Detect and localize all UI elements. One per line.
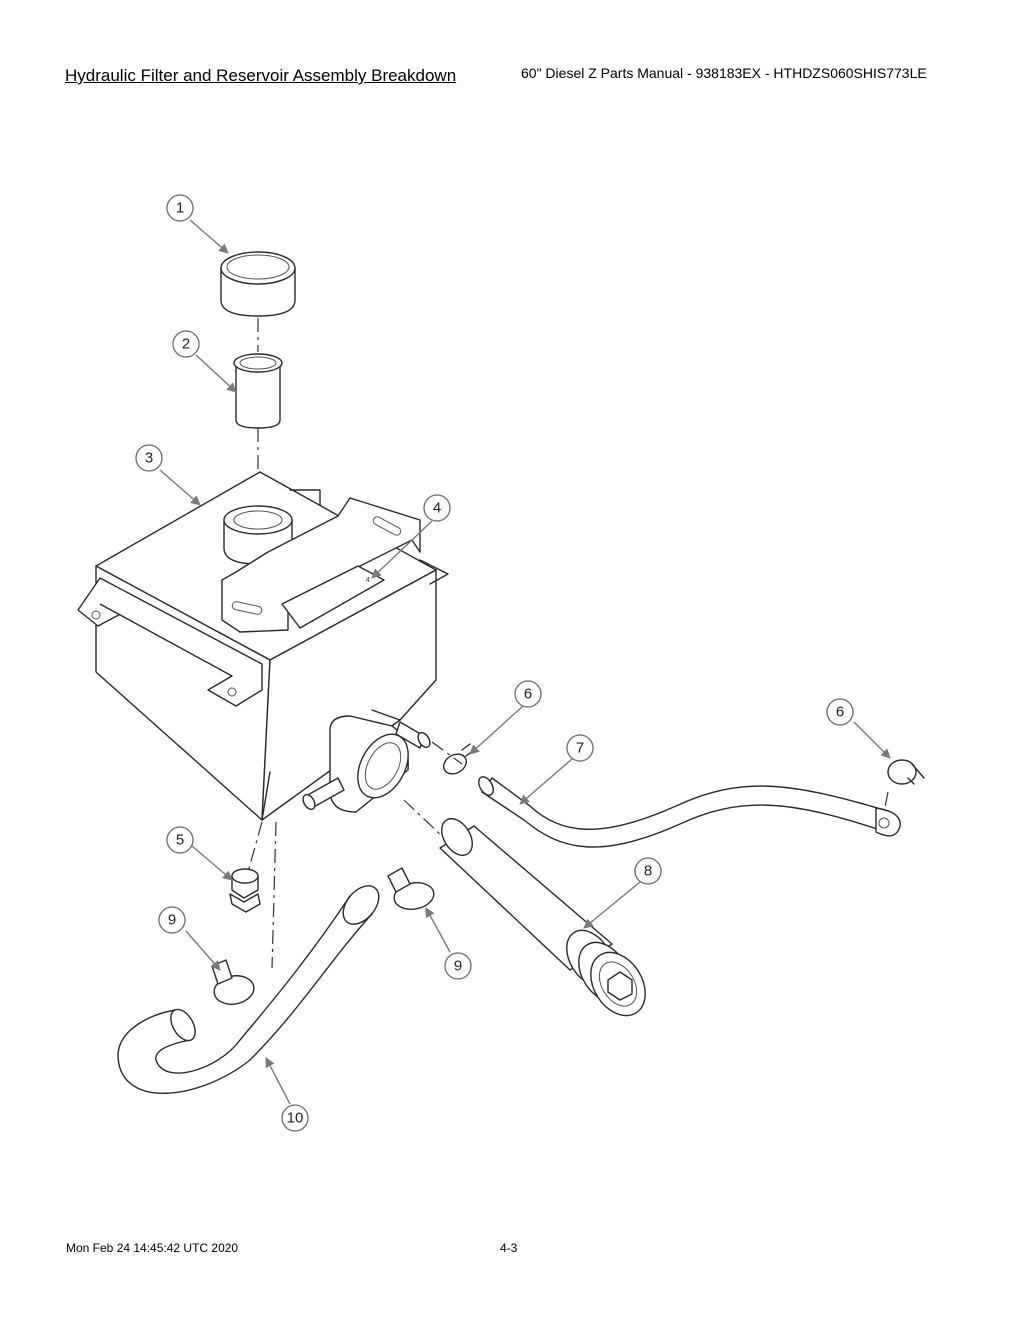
hydraulic-filter	[439, 817, 646, 1017]
callout-6-right: 6	[826, 698, 854, 726]
hydraulic-reservoir-tank: 4	[77, 471, 449, 821]
worm-clamp-lower	[211, 959, 255, 1005]
breather-cap	[220, 251, 296, 317]
suction-hose	[478, 776, 901, 848]
callout-1: 1	[166, 194, 194, 222]
svg-text:8: 8	[644, 863, 652, 880]
svg-text:9: 9	[168, 912, 176, 929]
generated-timestamp: Mon Feb 24 14:45:42 UTC 2020	[66, 1241, 239, 1255]
svg-text:5: 5	[176, 832, 184, 849]
drain-plug	[229, 868, 261, 913]
filler-strainer	[233, 353, 283, 429]
callout-3: 3	[135, 444, 163, 472]
svg-text:3: 3	[145, 450, 153, 467]
callout-leaders	[159, 219, 891, 1105]
callout-5: 5	[166, 826, 194, 854]
svg-text:1: 1	[176, 200, 184, 217]
svg-text:9: 9	[454, 958, 462, 975]
callout-7: 7	[566, 734, 594, 762]
callout-9-left: 9	[158, 906, 186, 934]
svg-text:6: 6	[836, 704, 844, 721]
return-hose	[117, 885, 380, 1094]
svg-text:7: 7	[576, 740, 584, 757]
worm-clamp-upper	[387, 867, 435, 910]
manual-reference: 60" Diesel Z Parts Manual - 938183EX - H…	[521, 65, 927, 81]
tank-outlet-fittings	[302, 715, 431, 813]
callout-8: 8	[634, 857, 662, 885]
callout-10: 10	[281, 1104, 309, 1132]
spring-clamp-right	[887, 759, 925, 785]
decal-plate-mark: 4	[366, 577, 370, 584]
svg-text:4: 4	[433, 500, 441, 517]
page-number: 4-3	[500, 1241, 518, 1255]
callout-2: 2	[172, 330, 200, 358]
callout-6-left: 6	[514, 680, 542, 708]
callout-9-right: 9	[444, 952, 472, 980]
svg-text:2: 2	[182, 336, 190, 353]
svg-text:6: 6	[524, 686, 532, 703]
page-title: Hydraulic Filter and Reservoir Assembly …	[65, 66, 457, 85]
svg-text:10: 10	[287, 1110, 304, 1127]
callout-4: 4	[423, 494, 451, 522]
